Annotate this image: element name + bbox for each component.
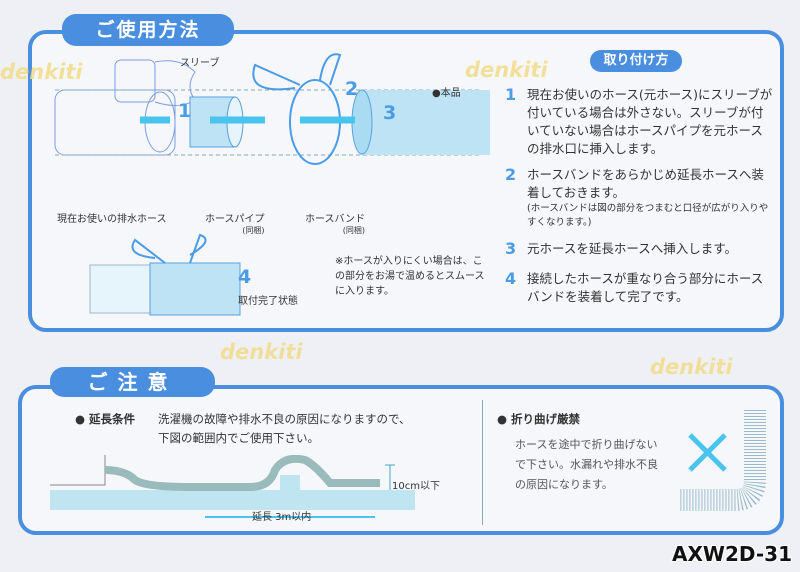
hint-text: ※ホースが入りにくい場合は、この部分をお湯で温めるとスムースに入ります。 bbox=[335, 256, 485, 297]
step-text: 現在お使いのホース(元ホース)にスリーブが付いている場合は外さない。スリーブが付… bbox=[527, 87, 773, 156]
extension-text: 下図の範囲内でご使用下さい。 bbox=[158, 431, 319, 445]
step-3: 3 元ホースを延長ホースへ挿入します。 bbox=[505, 240, 775, 258]
step-number: 1 bbox=[505, 85, 517, 104]
extension-heading: ● 延長条件 bbox=[75, 412, 136, 426]
step-number: 2 bbox=[505, 165, 517, 184]
install-heading: 取り付け方 bbox=[590, 50, 682, 72]
step-1: 1 現在お使いのホース(元ホース)にスリーブが付いている場合は外さない。スリーブが… bbox=[505, 86, 775, 158]
step-text: 元ホースを延長ホースへ挿入します。 bbox=[527, 241, 738, 256]
hose-pipe-note: (同梱) bbox=[242, 226, 265, 235]
diagram-number: 1 bbox=[178, 100, 192, 122]
diagram-number: 2 bbox=[345, 78, 359, 100]
divider bbox=[482, 400, 483, 525]
step-number: 3 bbox=[505, 239, 517, 258]
assembly-diagram bbox=[54, 53, 490, 316]
x-mark-icon bbox=[688, 433, 727, 472]
step-text: 接続したホースが重なり合う部分にホースバンドを装着して完了です。 bbox=[527, 271, 764, 304]
product-label: ●本品 bbox=[432, 88, 461, 99]
bent-hose-diagram bbox=[680, 410, 766, 511]
height-limit: 10cm以下 bbox=[392, 481, 440, 492]
hose-band-label: ホースバンド(同梱) bbox=[305, 210, 365, 236]
sleeve-label: スリーブ bbox=[180, 58, 220, 69]
done-label: 取付完了状態 bbox=[238, 296, 298, 307]
watermark: denkiti bbox=[0, 60, 83, 84]
watermark: denkiti bbox=[220, 340, 303, 364]
hose-pipe-label: ホースパイプ(同梱) bbox=[205, 210, 265, 236]
step-number: 4 bbox=[505, 269, 517, 288]
hose-pipe-text: ホースパイプ bbox=[205, 214, 265, 225]
step-2: 2 ホースバンドをあらかじめ延長ホースへ装着しておきます。 (ホースバンドは図の部分… bbox=[505, 166, 775, 230]
extension-text: 洗濯機の故障や排水不良の原因になりますので、 bbox=[158, 412, 411, 426]
watermark: denkiti bbox=[650, 355, 733, 379]
hose-band-note: (同梱) bbox=[342, 226, 365, 235]
usage-title: ご使用方法 bbox=[62, 14, 234, 46]
caution-title: ご注意 bbox=[50, 367, 215, 397]
extension-diagram bbox=[50, 455, 415, 518]
step-4: 4 接続したホースが重なり合う部分にホースバンドを装着して完了です。 bbox=[505, 270, 775, 306]
hose-band-text: ホースバンド bbox=[305, 214, 365, 225]
model-number: AXW2D-31 bbox=[672, 542, 792, 566]
step-text: ホースバンドをあらかじめ延長ホースへ装着しておきます。 bbox=[527, 167, 764, 200]
step-note: (ホースバンドは図の部分をつまむと口径が広がり入りやすくなります。) bbox=[527, 203, 769, 228]
bending-heading: ● 折り曲げ厳禁 bbox=[497, 412, 581, 426]
diagram-number: 3 bbox=[383, 102, 397, 124]
bending-text: ホースを途中で折り曲げないで下さい。水漏れや排水不良の原因になります。 bbox=[515, 438, 658, 491]
length-limit: 延長 3m以内 bbox=[252, 512, 312, 523]
current-hose-label: 現在お使いの排水ホース bbox=[57, 214, 167, 225]
diagram-number: 4 bbox=[238, 266, 252, 288]
watermark: denkiti bbox=[465, 58, 548, 82]
